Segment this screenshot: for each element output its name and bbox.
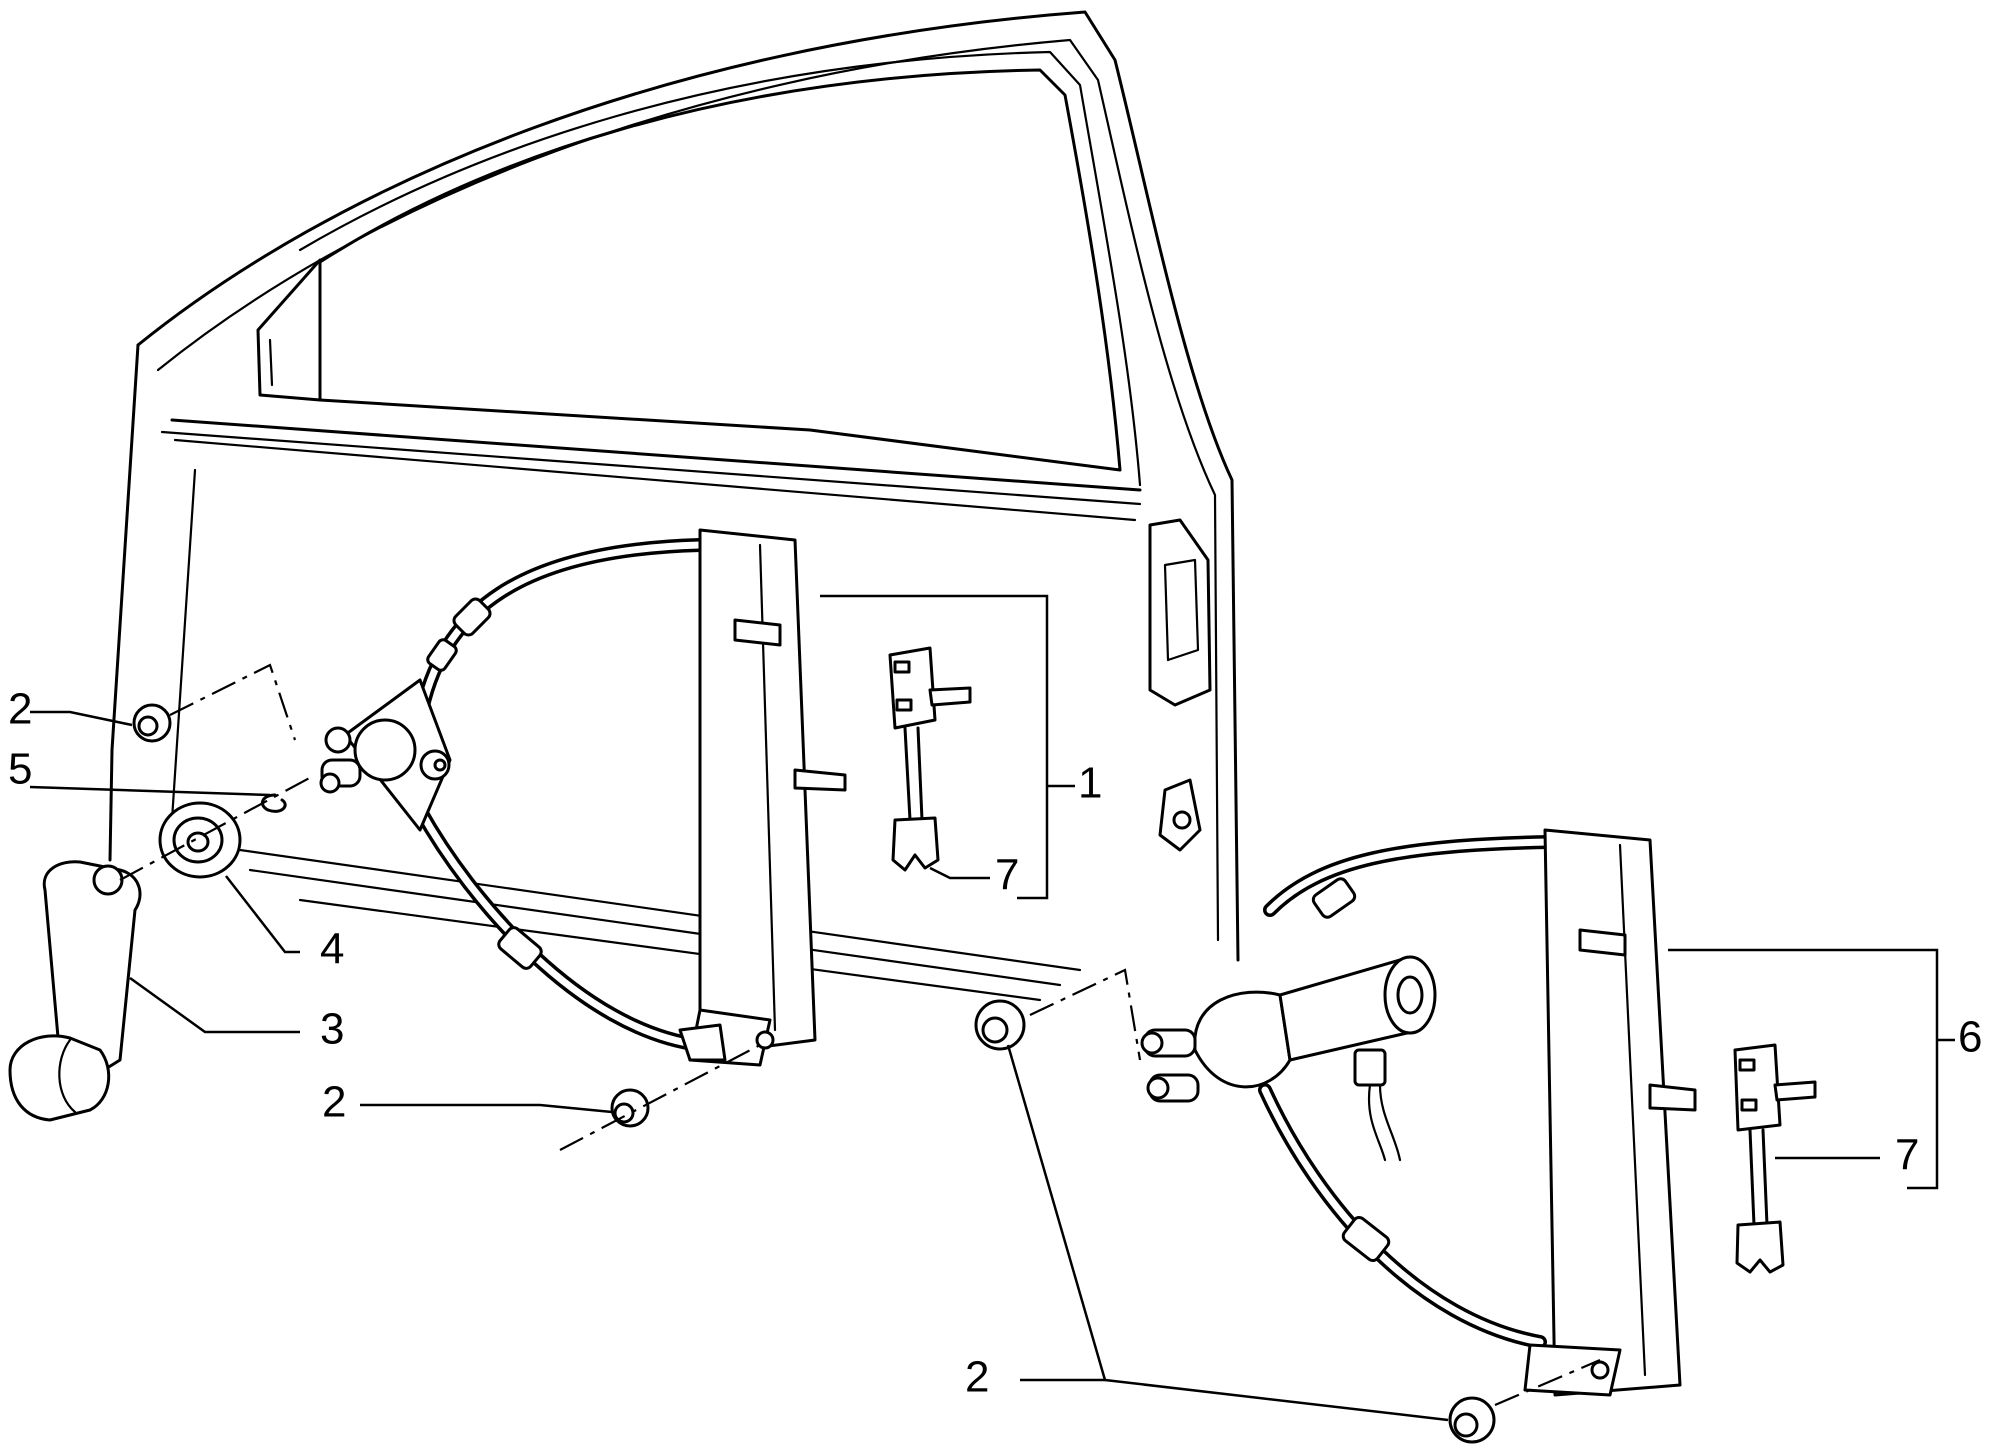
nut-right-upper — [974, 999, 1026, 1051]
callout-5: 5 — [8, 745, 32, 794]
door-shell — [108, 10, 1240, 1002]
callout-labels: 1 2 2 2 3 4 5 6 7 7 — [8, 685, 1982, 1402]
callout-3: 3 — [320, 1005, 344, 1054]
escutcheon — [158, 801, 242, 879]
callout-6: 6 — [1958, 1013, 1982, 1062]
switch-upper — [888, 646, 972, 872]
electric-window-regulator — [1140, 828, 1697, 1397]
manual-window-regulator — [319, 528, 847, 1067]
callout-7-upper: 7 — [995, 851, 1019, 900]
spring-clip — [260, 793, 287, 813]
nut-upper-left — [132, 703, 172, 743]
callout-2-right: 2 — [965, 1353, 989, 1402]
leader-lines — [29, 594, 1955, 1422]
nut-right-lower — [1448, 1396, 1496, 1444]
callout-4: 4 — [320, 925, 344, 974]
callout-2-upper-left: 2 — [8, 685, 32, 734]
callout-2-lower-left: 2 — [322, 1078, 346, 1127]
assembly-centerlines — [119, 663, 1601, 1407]
callout-1: 1 — [1078, 759, 1102, 808]
window-crank-handle — [8, 860, 142, 1122]
callout-7-lower: 7 — [1895, 1131, 1919, 1180]
switch-lower — [1733, 1043, 1817, 1274]
